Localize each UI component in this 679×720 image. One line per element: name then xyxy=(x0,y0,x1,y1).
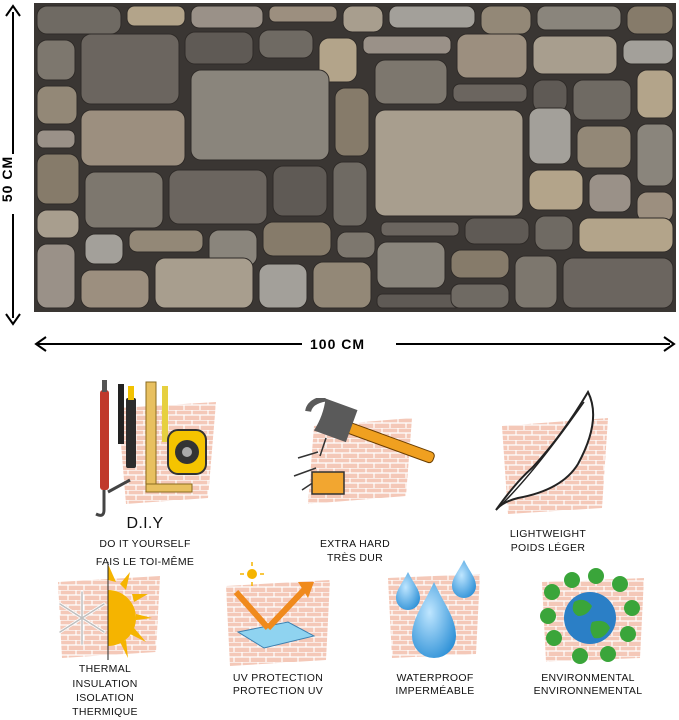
uv-line2: PROTECTION UV xyxy=(232,685,324,697)
stone xyxy=(336,231,376,259)
height-label: 50 CM xyxy=(0,155,16,203)
stone xyxy=(480,5,532,35)
thermal-line3: ISOLATION xyxy=(76,692,134,704)
stone xyxy=(312,261,372,309)
stone xyxy=(562,257,674,309)
stone xyxy=(450,249,510,279)
height-arrow xyxy=(5,4,21,326)
stone xyxy=(36,85,78,125)
light-line1: LIGHTWEIGHT xyxy=(509,528,587,540)
stone xyxy=(536,5,622,31)
stone xyxy=(36,243,76,309)
stone xyxy=(578,217,674,253)
stone xyxy=(514,255,558,309)
diy-line1: DO IT YOURSELF xyxy=(99,538,191,550)
env-line2: ENVIRONNEMENTAL xyxy=(533,685,643,697)
stone xyxy=(80,33,180,105)
hard-line1: EXTRA HARD xyxy=(319,538,391,550)
stone xyxy=(128,229,204,253)
thermal-line1: THERMAL xyxy=(78,663,132,675)
stone xyxy=(464,217,530,245)
stone xyxy=(332,161,368,227)
width-arrow xyxy=(34,336,676,352)
stone xyxy=(588,173,632,213)
stone xyxy=(388,5,476,29)
stone xyxy=(636,69,674,119)
stone xyxy=(622,39,674,65)
stone xyxy=(636,123,674,187)
stone xyxy=(450,283,510,309)
stone xyxy=(36,5,122,35)
hard-line2: TRÈS DUR xyxy=(326,552,384,564)
stone xyxy=(452,83,528,103)
stone xyxy=(532,79,568,113)
thermal-line2: INSULATION xyxy=(72,678,138,690)
stone xyxy=(528,107,572,165)
diy-line2: FAIS LE TOI-MÊME xyxy=(95,556,195,568)
hammer-icon xyxy=(293,398,435,504)
stone xyxy=(342,5,384,33)
stone xyxy=(272,165,328,217)
thermal-line4: THERMIQUE xyxy=(72,706,138,718)
stone xyxy=(376,241,446,289)
stone xyxy=(318,37,358,83)
stone xyxy=(126,5,186,27)
stone xyxy=(36,209,80,239)
env-line1: ENVIRONMENTAL xyxy=(541,672,635,684)
light-line2: POIDS LÉGER xyxy=(510,542,586,554)
uv-line1: UV PROTECTION xyxy=(232,672,324,684)
stone xyxy=(456,33,528,79)
stone xyxy=(184,31,254,65)
water-drops-icon xyxy=(388,560,480,658)
stone xyxy=(572,79,632,121)
stone xyxy=(258,29,314,59)
stone xyxy=(528,169,584,211)
stone xyxy=(84,233,124,265)
stone xyxy=(258,263,308,309)
stone xyxy=(534,215,574,251)
stone xyxy=(262,221,332,257)
stone xyxy=(334,87,370,157)
water-line1: WATERPROOF xyxy=(396,672,474,684)
diy-tools-icon xyxy=(95,380,216,517)
stone xyxy=(80,109,186,167)
stone xyxy=(84,171,164,229)
stone xyxy=(154,257,254,309)
green-globe-icon xyxy=(540,568,644,664)
stone xyxy=(80,269,150,309)
stone xyxy=(36,153,80,205)
stone xyxy=(532,35,618,75)
stone xyxy=(168,169,268,225)
diy-title: D.I.Y xyxy=(126,515,164,532)
width-label: 100 CM xyxy=(310,336,366,352)
stone xyxy=(374,109,524,217)
stone xyxy=(36,39,76,81)
uv-protection-icon xyxy=(226,562,330,666)
feather-icon xyxy=(495,390,608,514)
stone xyxy=(376,293,462,309)
sun-snowflake-icon xyxy=(58,562,160,660)
stone-wall-panel xyxy=(34,3,676,312)
stone xyxy=(36,129,76,149)
stone xyxy=(190,5,264,29)
stone xyxy=(380,221,460,237)
stone xyxy=(268,5,338,23)
stone xyxy=(374,59,448,105)
stone xyxy=(626,5,674,35)
stone xyxy=(362,35,452,55)
stone xyxy=(576,125,632,169)
stone xyxy=(190,69,330,161)
water-line2: IMPERMÉABLE xyxy=(395,685,475,697)
